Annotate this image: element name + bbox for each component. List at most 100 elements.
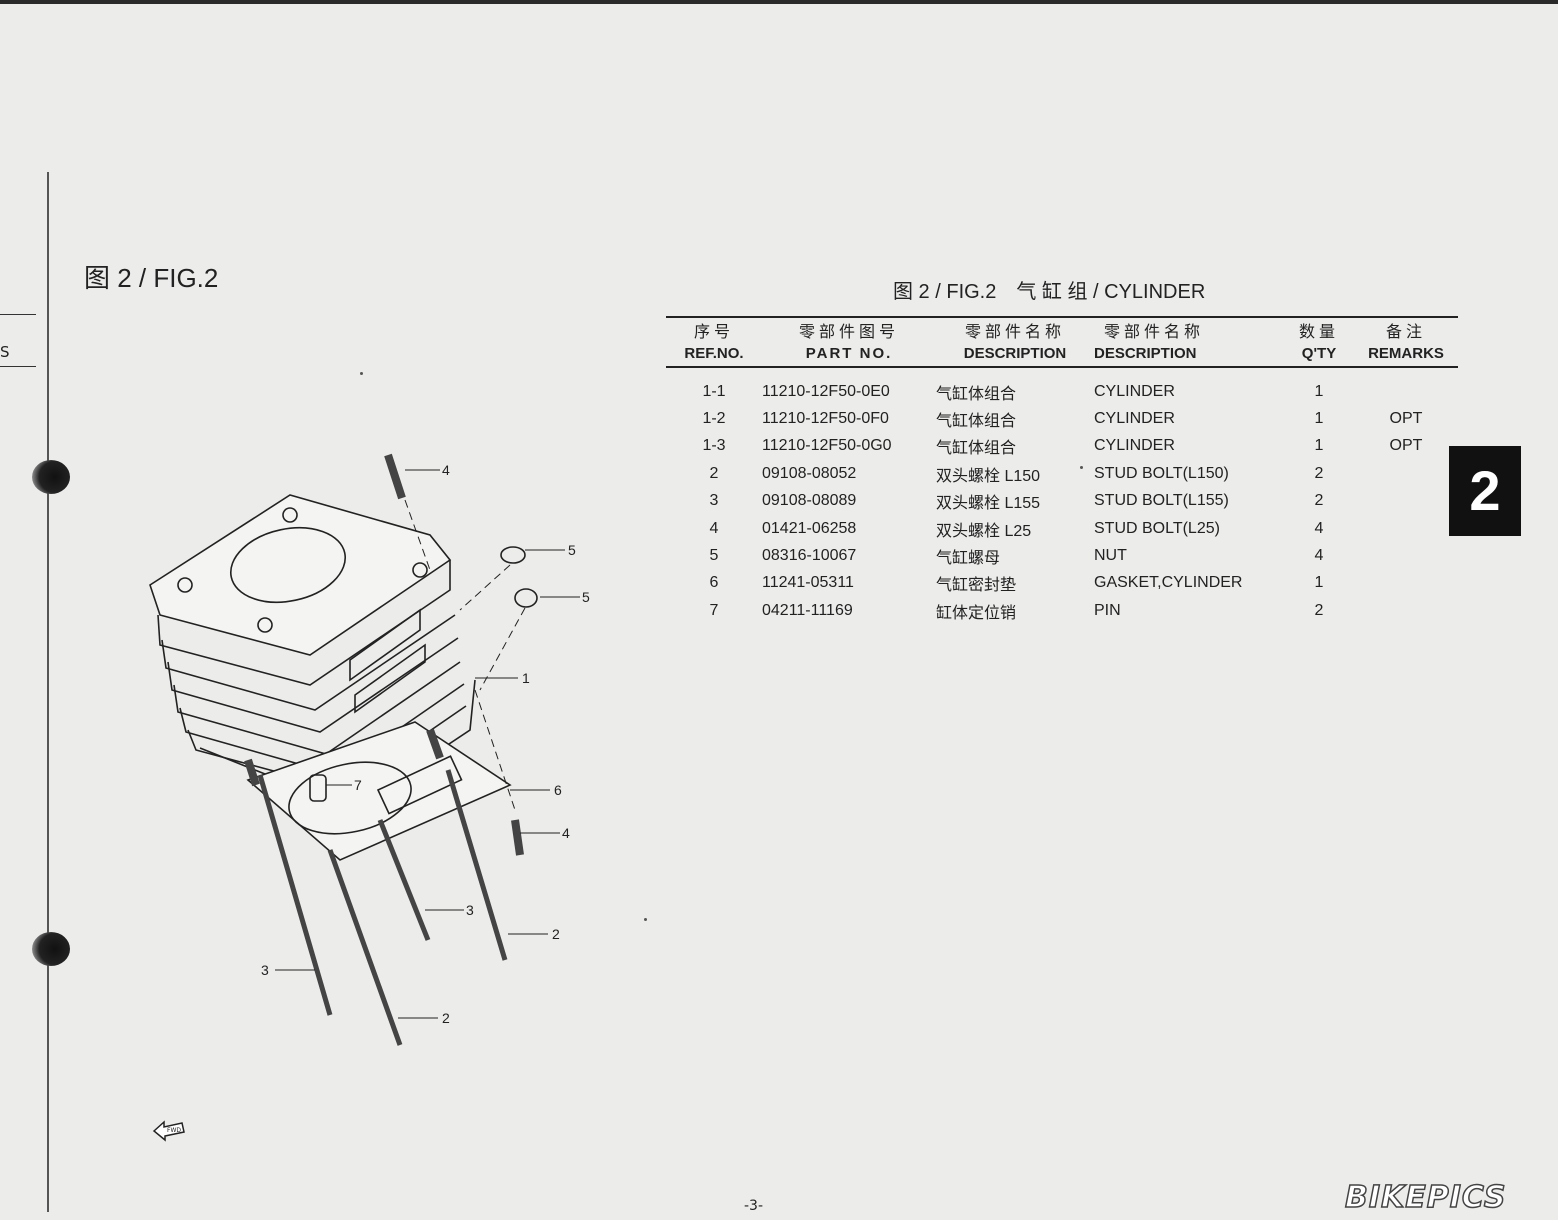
cell-part-no: 04211-11169	[762, 601, 853, 619]
paper-speck	[644, 918, 647, 921]
cell-qty: 1	[1314, 382, 1324, 400]
short-stud	[244, 758, 260, 787]
table-row: 5 08316-10067 气缸螺母 NUT 4	[666, 542, 1458, 569]
table-row: 1-1 11210-12F50-0E0 气缸体组合 CYLINDER 1	[666, 367, 1458, 405]
cell-qty: 1	[1314, 410, 1324, 428]
cell-remarks	[1354, 597, 1458, 624]
cylinder-top-deck	[149, 494, 452, 656]
callout-numbers: 4 5 5 1 6 4 3 2 7 3 2	[261, 462, 590, 1026]
top-border	[0, 0, 1558, 4]
cell-desc-cn: 气缸螺母	[936, 550, 1001, 568]
callout-label: 2	[552, 926, 560, 942]
cell-desc-en: PIN	[1094, 601, 1121, 619]
table-row: 6 11241-05311 气缸密封垫 GASKET,CYLINDER 1	[666, 570, 1458, 597]
left-tab-line-bottom	[0, 366, 36, 367]
cylinder-nut	[500, 546, 526, 564]
cell-part-no: 11210-12F50-0G0	[762, 437, 892, 455]
binding-margin-line	[47, 172, 49, 1212]
parts-table: 序号 REF.NO. 零部件图号 PART NO. 零部件名称 DESCRIPT…	[666, 316, 1458, 625]
header-qty: 数量 Q'TY	[1284, 316, 1354, 368]
fin-pocket	[354, 643, 426, 714]
cell-part-no: 11210-12F50-0E0	[762, 382, 890, 400]
binder-hole-icon	[32, 460, 70, 494]
cell-remarks	[1354, 570, 1458, 597]
cell-desc-en: CYLINDER	[1094, 410, 1175, 428]
cell-desc-cn: 双头螺栓 L155	[936, 495, 1041, 513]
cell-qty: 1	[1314, 574, 1324, 592]
guide-line	[474, 689, 516, 811]
callout-label: 7	[354, 777, 362, 793]
cell-remarks: OPT	[1389, 410, 1423, 428]
callout-label: 4	[442, 462, 450, 478]
cell-desc-cn: 双头螺栓 L25	[936, 522, 1032, 540]
callout-label: 5	[568, 542, 576, 558]
cell-desc-cn: 气缸体组合	[936, 413, 1017, 431]
cell-qty: 2	[1314, 492, 1324, 510]
cell-part-no: 01421-06258	[762, 519, 857, 537]
svg-text:FWD: FWD	[167, 1127, 181, 1134]
cell-part-no: 11210-12F50-0F0	[762, 410, 889, 428]
parts-table-header: 序号 REF.NO. 零部件图号 PART NO. 零部件名称 DESCRIPT…	[666, 316, 1458, 368]
cell-part-no: 11241-05311	[762, 574, 854, 592]
callout-label: 4	[562, 825, 570, 841]
forward-arrow-icon: FWD	[152, 1120, 185, 1142]
cell-remarks	[1354, 460, 1458, 487]
table-row: 1-3 11210-12F50-0G0 气缸体组合 CYLINDER 1 OPT	[666, 433, 1458, 460]
cell-desc-cn: 气缸体组合	[936, 385, 1017, 403]
short-stud	[426, 728, 444, 760]
cell-remarks: OPT	[1389, 437, 1423, 455]
header-desc-en-cn: 零部件名称	[1104, 324, 1205, 341]
cell-remarks	[1354, 367, 1458, 405]
cell-ref: 1-2	[702, 410, 726, 428]
table-row: 7 04211-11169 缸体定位销 PIN 2	[666, 597, 1458, 624]
binder-hole-icon	[32, 932, 70, 966]
cell-remarks	[1354, 542, 1458, 569]
cell-desc-cn: 缸体定位销	[936, 604, 1017, 622]
parts-table-body: 1-1 11210-12F50-0E0 气缸体组合 CYLINDER 1 1-2…	[666, 367, 1458, 625]
cell-desc-en: NUT	[1094, 547, 1127, 565]
cell-part-no: 09108-08052	[762, 464, 857, 482]
header-part-en: PART NO.	[805, 345, 893, 362]
cell-desc-en: CYLINDER	[1094, 382, 1175, 400]
cell-ref: 7	[709, 601, 719, 619]
leader-lines	[275, 469, 580, 1019]
header-ref-cn: 序号	[693, 324, 734, 341]
cell-desc-cn: 双头螺栓 L150	[936, 467, 1041, 485]
page-number: -3-	[744, 1198, 764, 1214]
cell-part-no: 09108-08089	[762, 492, 857, 510]
cell-qty: 2	[1314, 601, 1324, 619]
deck-bolt-hole	[257, 617, 273, 633]
cooling-fin	[173, 661, 461, 755]
cooling-fin	[157, 560, 451, 686]
figure-label: 图 2 / FIG.2	[84, 263, 219, 293]
deck-bolt-hole	[412, 562, 428, 578]
table-title: 图 2 / FIG.2 气 缸 组 / CYLINDER	[893, 281, 1206, 303]
cell-desc-en: GASKET,CYLINDER	[1094, 574, 1243, 592]
fin-pocket	[349, 608, 421, 682]
cell-ref: 1-1	[702, 382, 726, 400]
header-part-cn: 零部件图号	[798, 324, 899, 341]
header-remarks-cn: 备注	[1385, 324, 1426, 341]
header-part: 零部件图号 PART NO.	[762, 316, 936, 368]
header-qty-en: Q'TY	[1301, 345, 1337, 362]
cell-ref: 6	[709, 574, 719, 592]
cell-ref: 2	[709, 464, 719, 482]
guide-line	[479, 607, 526, 691]
callout-label: 6	[554, 782, 562, 798]
header-desc-en-en: DESCRIPTION	[1094, 345, 1197, 362]
cooling-fin	[161, 614, 456, 711]
section-number-tab: 2	[1449, 446, 1521, 536]
header-desc-cn-en: DESCRIPTION	[963, 345, 1067, 362]
cell-desc-cn: 气缸体组合	[936, 440, 1017, 458]
left-tab-text: S	[0, 343, 10, 361]
stud-bolt	[257, 774, 333, 1016]
callout-label: 5	[582, 589, 590, 605]
cell-remarks	[1354, 515, 1458, 542]
dowel-pin	[309, 774, 327, 802]
short-stud	[384, 453, 406, 500]
header-desc-cn-cn: 零部件名称	[964, 324, 1065, 341]
cell-desc-en: STUD BOLT(L155)	[1094, 492, 1229, 510]
guide-line	[459, 564, 511, 611]
cell-desc-en: CYLINDER	[1094, 437, 1175, 455]
stud-bolt	[377, 819, 431, 941]
